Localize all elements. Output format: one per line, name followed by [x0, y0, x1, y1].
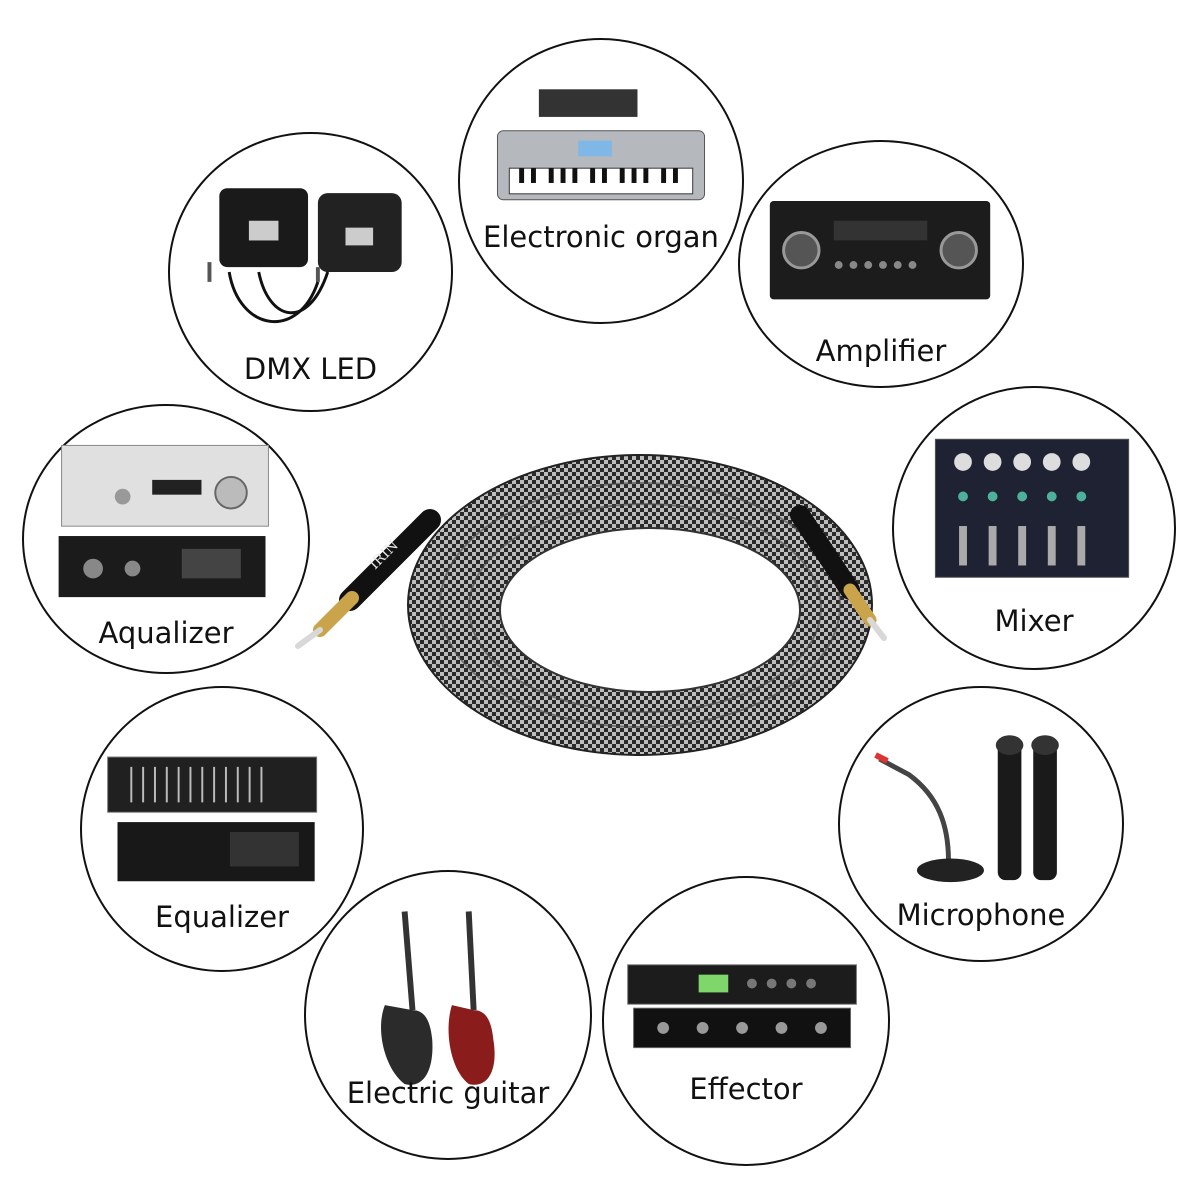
audio-receiver-icon: [58, 444, 269, 598]
device-label: Equalizer: [155, 900, 289, 934]
device-microphone: Microphone: [838, 686, 1124, 962]
device-aqualizer: Aqualizer: [22, 404, 310, 674]
device-amplifier: Amplifier: [738, 140, 1024, 388]
device-mixer: Mixer: [892, 386, 1176, 670]
device-effector: Effector: [602, 876, 890, 1166]
braided-cable-icon: IRIN: [295, 454, 887, 756]
electric-guitar-icon: [381, 911, 495, 1085]
device-equalizer: Equalizer: [80, 686, 364, 972]
device-label: Aqualizer: [98, 616, 234, 650]
device-label: Amplifier: [815, 334, 947, 368]
device-electric-guitar: Electric guitar: [304, 870, 592, 1160]
keyboard-icon: [496, 89, 706, 201]
device-label: Mixer: [994, 604, 1074, 638]
right-plug-icon: [790, 505, 887, 641]
device-label: Microphone: [896, 898, 1066, 932]
rack-effector-icon: [627, 964, 857, 1049]
device-label: DMX LED: [243, 352, 378, 386]
microphone-icon: [874, 735, 1059, 883]
device-dmx-led: DMX LED: [168, 132, 453, 412]
amplifier-icon: [769, 201, 991, 300]
device-label: Electronic organ: [483, 220, 719, 254]
mixer-console-icon: [934, 438, 1130, 578]
device-electronic-organ: Electronic organ: [458, 38, 744, 324]
device-label: Effector: [689, 1072, 803, 1106]
stage-light-icon: [207, 188, 402, 323]
device-label: Electric guitar: [346, 1076, 550, 1110]
rack-equalizer-icon: [107, 756, 318, 882]
